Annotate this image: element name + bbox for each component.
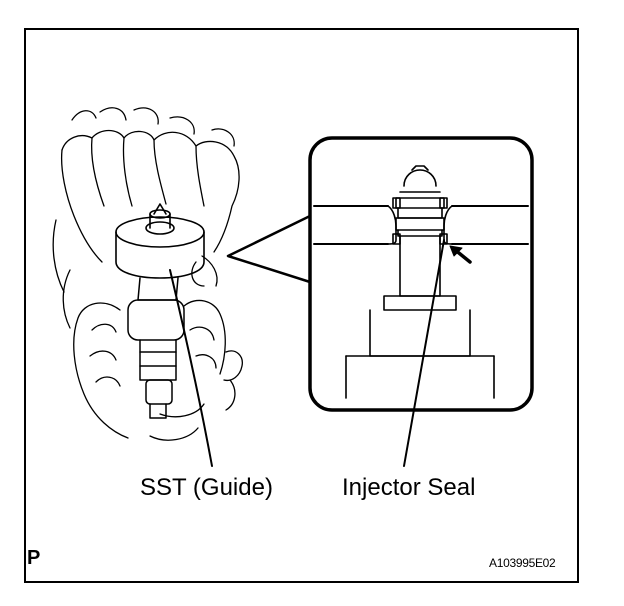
sst-guide-label: SST (Guide) [140,474,273,501]
leader-line-seal [403,239,445,467]
injector-seal-label: Injector Seal [342,474,476,501]
seal-lower-left [392,233,401,245]
pointer-arrow-icon [449,245,472,264]
seal-upper-left [392,197,401,209]
seal-upper-right [439,197,448,209]
detail-view [308,136,534,412]
figure-frame [24,28,579,583]
callout-wedge [226,214,312,284]
leader-line-sst [169,269,213,467]
figure-code-label: A103995E02 [489,556,556,570]
view-marker-label: P [27,547,41,569]
hands-icon [52,107,243,441]
injector-icon [127,277,185,419]
sst-guide-icon [115,203,205,279]
